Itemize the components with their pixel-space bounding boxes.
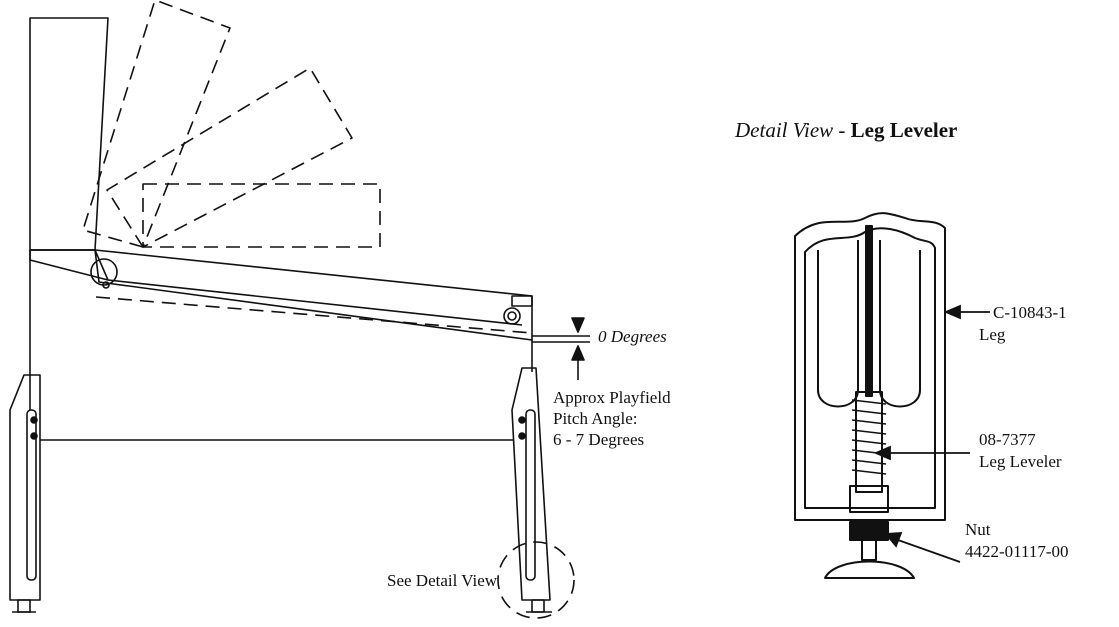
playfield-lower-edge [107, 279, 523, 326]
angle-arrow-up [571, 345, 585, 361]
detail-leg-inner [804, 227, 936, 509]
playfield-raised-position-3 [142, 183, 381, 248]
front-leg-slot [26, 409, 37, 581]
backbox [29, 17, 109, 251]
detail-leveler-thread [855, 391, 883, 493]
pitch-label-line-1: Approx Playfield [553, 388, 671, 407]
pitch-label-line-2: Pitch Angle: [553, 409, 638, 428]
detail-leg-channel-left [817, 240, 859, 408]
leg-leveler-detail [794, 212, 946, 579]
detail-view-title: Detail View - Leg Leveler [734, 118, 957, 142]
playfield-board [94, 249, 533, 341]
angle-arrow-down [571, 317, 585, 333]
detail-leg-channel-right [879, 240, 921, 408]
rear-leg [511, 367, 551, 601]
rear-leg-slot [525, 409, 536, 581]
front-leg-bolt-1 [30, 416, 38, 424]
leg-part-number: C-10843-1 [993, 303, 1067, 322]
leader-nut-arrow [884, 532, 903, 548]
leader-nut [897, 539, 961, 563]
pitch-label-line-3: 6 - 7 Degrees [553, 430, 644, 449]
playfield-pivot-inner [507, 311, 517, 321]
playfield-raised-position-1 [82, 0, 231, 248]
see-detail-view-label: See Detail View [387, 571, 498, 590]
nut-part-number: 4422-01117-00 [965, 542, 1069, 561]
playfield-raised-position-2 [106, 67, 353, 248]
nut-label: Nut [965, 520, 991, 539]
playfield-pivot-outer [503, 307, 521, 325]
rear-leg-bolt-2 [518, 432, 526, 440]
leg-part-name: Leg [979, 325, 1006, 344]
detail-thread-lines [851, 399, 887, 475]
playfield-rear-block [511, 295, 533, 307]
leveler-part-number: 08-7377 [979, 430, 1036, 449]
leader-leg-arrow [943, 304, 961, 320]
leader-leveler-arrow [873, 445, 891, 461]
front-leg-leveler [17, 599, 31, 613]
playfield-flat-reference [95, 296, 533, 334]
detail-leg-outer [794, 212, 946, 521]
detail-leveler-body [849, 485, 889, 513]
zero-degrees-label: 0 Degrees [598, 327, 667, 346]
detail-foot-pad [824, 560, 915, 579]
playfield-hinge [90, 258, 118, 286]
front-leg-bolt-2 [30, 432, 38, 440]
leveler-part-name: Leg Leveler [979, 452, 1062, 471]
rear-leg-leveler [531, 599, 545, 613]
detail-stem [861, 539, 877, 561]
playfield-hinge-hole [102, 281, 110, 289]
rear-leg-bolt-1 [518, 416, 526, 424]
detail-nut [849, 521, 889, 541]
detail-callout-circle [497, 541, 575, 619]
detail-leveler-rod [865, 225, 873, 397]
